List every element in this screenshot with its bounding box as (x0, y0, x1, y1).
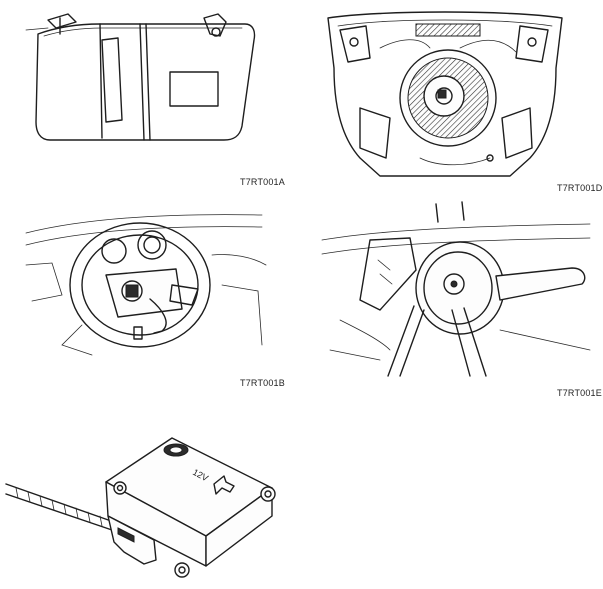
steering-wheel-illustration (25, 214, 267, 356)
airbag-module-illustration (327, 11, 563, 177)
figure-control-module: 12V (4, 430, 294, 585)
figure-clock-spring (320, 200, 596, 378)
caption-clock-spring: T7RT001E (557, 388, 602, 398)
figure-sun-visor (20, 10, 260, 160)
caption-sun-visor: T7RT001A (240, 177, 285, 187)
figure-airbag-module-back (320, 8, 570, 180)
control-module-illustration: 12V (5, 437, 276, 578)
sun-visor-illustration (25, 13, 256, 141)
caption-steering-wheel: T7RT001B (240, 378, 285, 388)
clock-spring-illustration (321, 201, 591, 377)
figure-steering-wheel (22, 205, 272, 365)
caption-airbag-module-back: T7RT001D (557, 183, 603, 193)
